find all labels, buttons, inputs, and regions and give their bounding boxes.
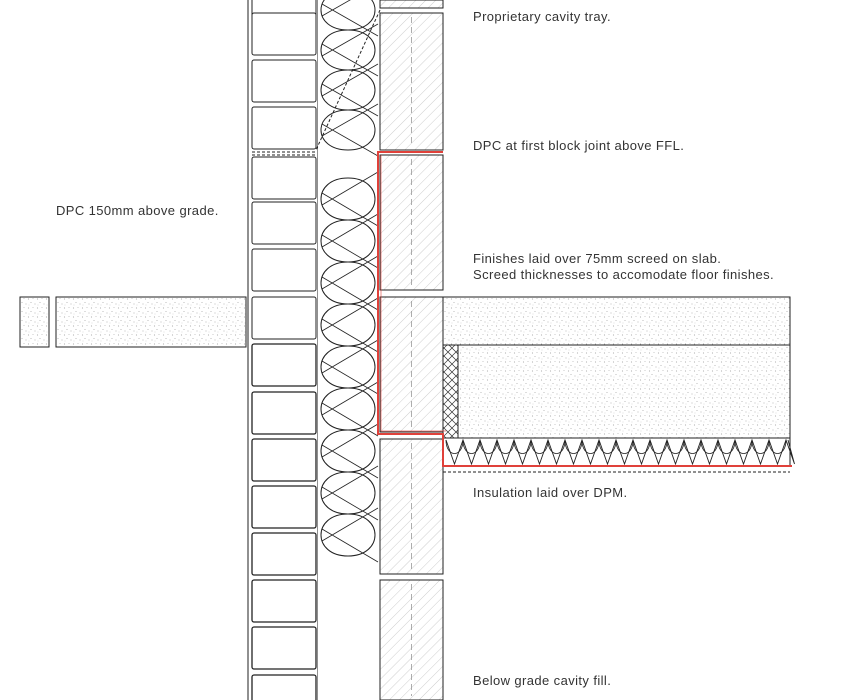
- brick: [251, 296, 317, 340]
- brick: [251, 579, 317, 623]
- dpc-block-joint-note: DPC at first block joint above FFL.: [473, 138, 685, 153]
- outer-brick-leaf: [247, 0, 319, 700]
- screed-layer: [442, 344, 791, 439]
- dpc-above-grade-note: DPC 150mm above grade.: [56, 203, 219, 218]
- finishes-note-line1: Finishes laid over 75mm screed on slab.: [473, 251, 722, 266]
- finishes-note-line2: Screed thicknesses to accomodate floor f…: [473, 267, 775, 282]
- cavity-tray-line: [315, 9, 381, 151]
- brick: [251, 391, 317, 435]
- brick: [251, 343, 317, 387]
- cavity-tray-note: Proprietary cavity tray.: [473, 9, 611, 24]
- brick: [251, 485, 317, 529]
- insulation-loop: [320, 513, 376, 557]
- brick: [251, 626, 317, 670]
- inner-block-leaf: [379, 0, 444, 700]
- floor-insulation-pattern: [445, 438, 795, 466]
- brick: [251, 532, 317, 576]
- dpm-membrane-inner: [380, 155, 446, 432]
- brick: [251, 106, 317, 150]
- insulation-dpm-note: Insulation laid over DPM.: [473, 485, 628, 500]
- brick: [251, 201, 317, 245]
- brick: [251, 438, 317, 482]
- floor-buildup: [442, 296, 795, 473]
- brick: [251, 156, 317, 200]
- brick: [251, 59, 317, 103]
- brick: [251, 12, 317, 56]
- concrete-block: [379, 438, 444, 575]
- cavity-insulation: [318, 0, 379, 700]
- brick: [251, 674, 317, 700]
- perimeter-insulation: [442, 344, 459, 439]
- external-paving: [19, 296, 247, 348]
- brick: [251, 248, 317, 292]
- below-grade-note: Below grade cavity fill.: [473, 673, 612, 688]
- dpm-membrane-line: [377, 151, 792, 467]
- floor-finish-layer: [442, 296, 791, 346]
- concrete-block: [379, 0, 444, 9]
- insulation-loop: [320, 109, 376, 151]
